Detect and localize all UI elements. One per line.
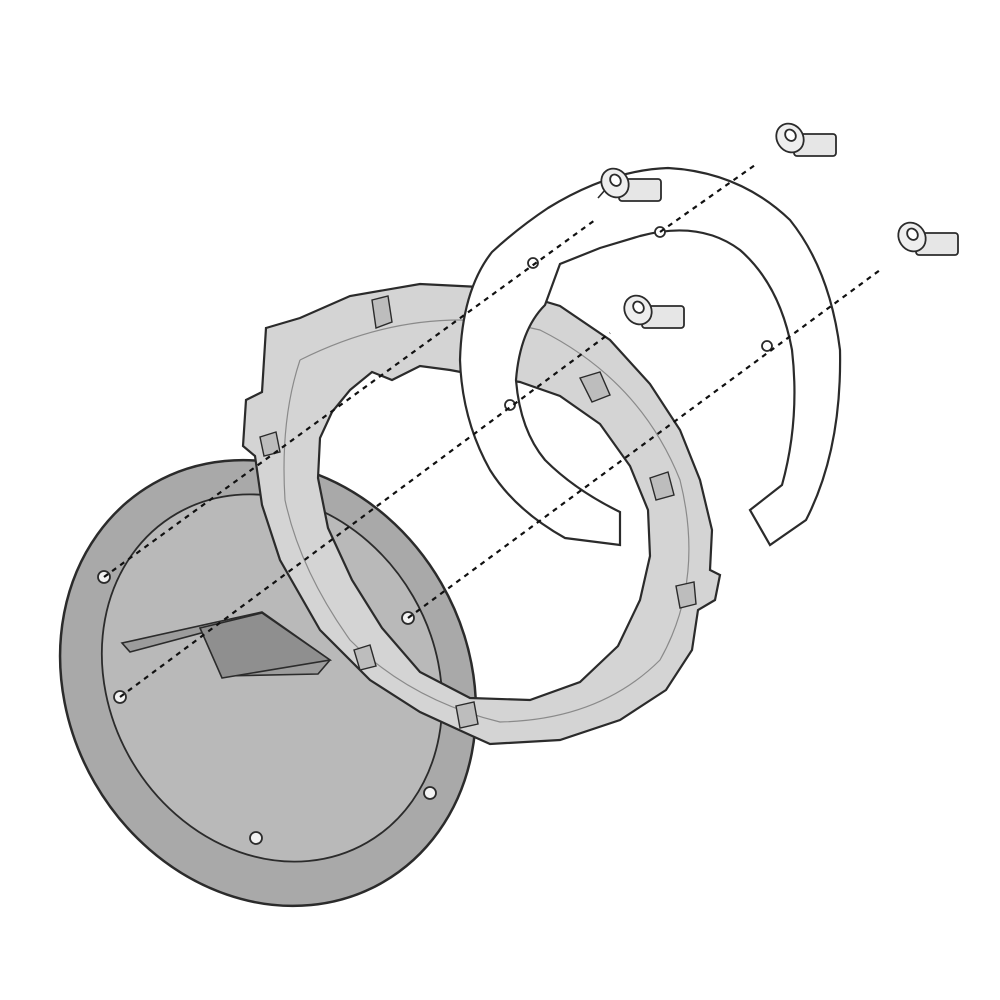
alignment-line — [119, 332, 611, 698]
mounting-ring — [241, 282, 722, 746]
bolt — [600, 167, 662, 202]
alignment-lines — [103, 164, 881, 698]
flange-hole — [423, 786, 437, 800]
bolt — [775, 122, 837, 157]
plate-hole — [761, 340, 773, 352]
plate-hole — [504, 399, 516, 411]
plate-body — [458, 166, 842, 547]
bolt — [897, 221, 959, 256]
bolt-group — [600, 122, 959, 329]
ring-tab — [649, 471, 675, 501]
ring-inner-bevel — [283, 319, 690, 723]
bolt-socket — [784, 128, 797, 142]
ring-tab — [579, 371, 611, 403]
bolt — [623, 294, 685, 329]
flange-hole — [249, 831, 263, 845]
ring-tab — [353, 644, 377, 671]
plate-hole — [527, 257, 539, 269]
ring-tab — [675, 581, 697, 609]
bolt-socket — [609, 173, 622, 187]
alignment-line — [407, 269, 881, 619]
cap-hinge-tab — [198, 612, 333, 679]
ring-tab — [455, 701, 479, 729]
alignment-line — [103, 219, 596, 578]
bolt-socket — [632, 300, 645, 314]
bolt-socket — [906, 227, 919, 241]
ring-tab — [259, 431, 281, 457]
ring-tab — [371, 295, 393, 329]
